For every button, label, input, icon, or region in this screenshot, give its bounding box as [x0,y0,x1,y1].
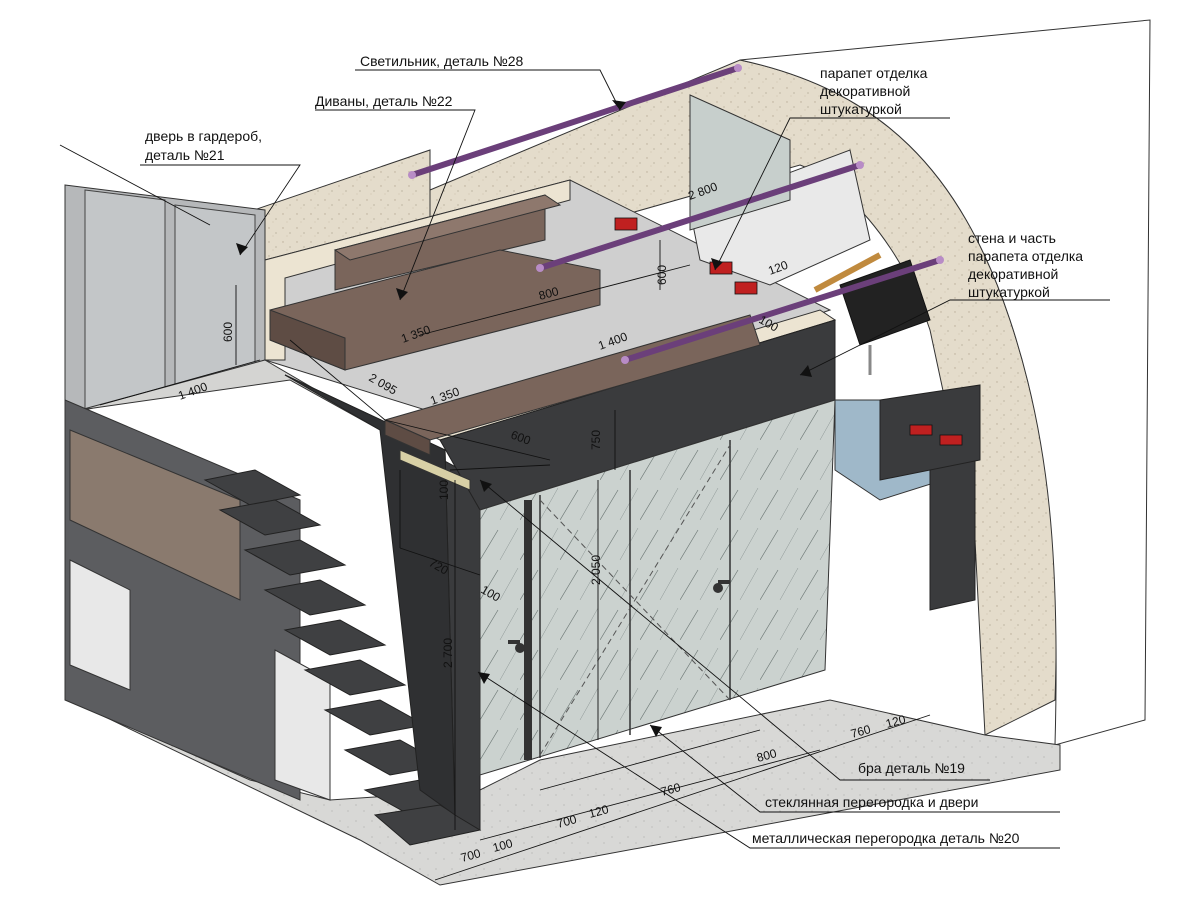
callout-wardrobe-door: деталь №21 [145,147,225,163]
dimension-label: 600 [509,428,533,448]
callout-metal-partition: металлическая перегородка деталь №20 [752,830,1020,846]
dimension-label: 600 [655,265,669,285]
door-handle-icon[interactable] [508,640,525,653]
dimension-label: 760 [659,780,682,799]
floor [69,699,1061,886]
wardrobe-glass-door[interactable] [174,204,256,386]
left-cabinet-white [69,559,131,691]
door-diagonal [539,499,731,701]
dimension-label: 800 [755,746,778,765]
door-diagonal [539,444,731,756]
callout-wall: стена и часть [968,230,1056,246]
ceiling-light [409,65,943,363]
dimension-label: 760 [849,722,872,741]
dimension-label: 100 [491,836,514,855]
callout-light: Светильник, деталь №28 [360,53,524,69]
office-chair [813,252,931,375]
callout-sofas: Диваны, деталь №22 [315,93,453,109]
door-handle-icon[interactable] [713,580,730,593]
dimension-label: 120 [587,802,610,821]
dimension-label: 100 [437,480,451,500]
left-shelf [69,429,241,601]
callout-leaders [59,69,1110,849]
callout-wall: штукатуркой [968,284,1050,300]
callout-sconce: бра деталь №19 [858,760,965,776]
callout-parapet: штукатуркой [820,101,902,117]
dimension-label: 120 [766,258,790,278]
sofa-back [333,194,562,291]
dimension-label: 120 [884,712,907,731]
callout-parapet: парапет отделка [820,65,928,81]
callout-wall: парапета отделка [968,248,1083,264]
kitchen-unit [689,149,871,286]
arrow-icon [236,100,812,737]
power-outlet-icon [614,217,963,446]
desk-side [929,449,976,611]
dimension-label: 2 700 [441,638,455,668]
dimension-label: 800 [537,284,560,303]
wardrobe-glass-door[interactable] [84,189,166,411]
dimension-label: 600 [221,322,235,342]
sofa-seat [269,249,601,371]
ceiling-light-cap [408,64,944,364]
callout-wall: декоративной [968,266,1058,282]
glass-partition[interactable] [479,399,836,776]
wall-sconce [399,449,471,491]
callout-parapet: декоративной [820,83,910,99]
right-outer-wall [739,19,1151,746]
callout-glass-partition: стеклянная перегородка и двери [765,794,978,810]
dimension-lines [99,240,931,881]
dimension-label: 700 [555,812,578,831]
dimension-label: 750 [589,430,603,450]
dimension-label: 700 [459,846,482,865]
dimension-label: 2 050 [589,555,603,585]
callout-wardrobe-door: дверь в гардероб, [145,128,262,144]
